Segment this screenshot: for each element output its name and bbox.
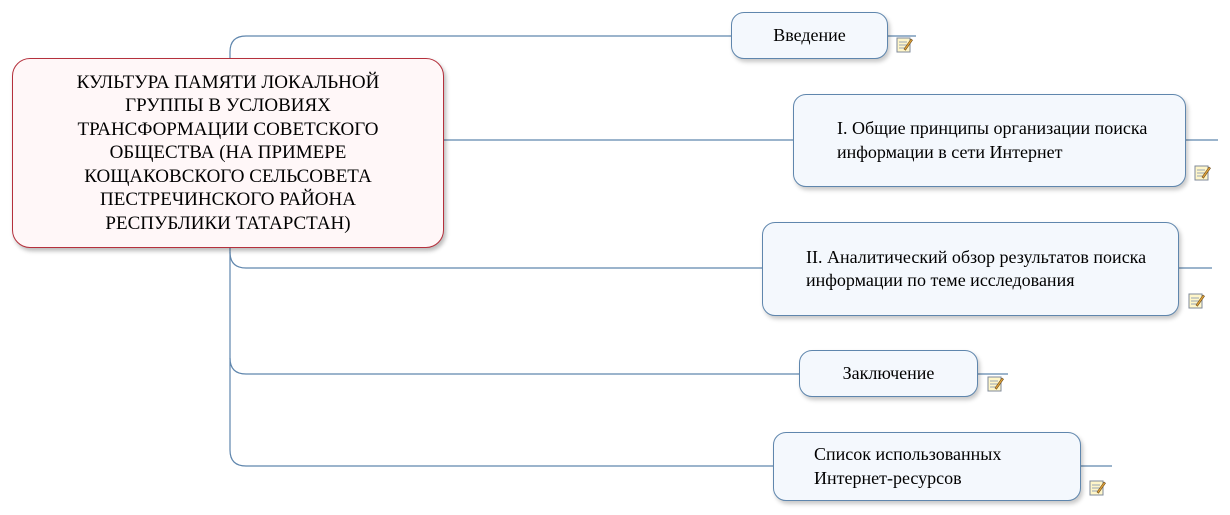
topic-label: I. Общие принципы организации поиска инф… [837,118,1148,162]
topic-label: Заключение [842,362,935,383]
note-icon[interactable] [987,375,1004,392]
topic-label: Введение [773,24,846,45]
connector-section-2 [229,251,762,269]
note-icon[interactable] [1089,479,1106,496]
topic-section-2[interactable]: II. Аналитический обзор результатов поис… [762,222,1179,316]
topic-conclusion[interactable]: Заключение [799,350,978,397]
topic-label: Список использованных Интернет-ресурсов [814,444,1002,488]
note-icon[interactable] [1188,292,1205,309]
topic-resources[interactable]: Список использованных Интернет-ресурсов [773,432,1081,501]
topic-vedenie[interactable]: Введение [731,12,888,59]
note-icon[interactable] [896,36,913,53]
connector-vedenie [229,35,731,58]
central-topic-label: КУЛЬТУРА ПАМЯТИ ЛОКАЛЬНОЙ ГРУППЫ В УСЛОВ… [76,71,380,234]
connector-spine [229,248,773,467]
topic-label: II. Аналитический обзор результатов поис… [806,246,1147,291]
connector-conclusion [229,357,799,375]
central-topic[interactable]: КУЛЬТУРА ПАМЯТИ ЛОКАЛЬНОЙ ГРУППЫ В УСЛОВ… [12,58,444,248]
topic-section-1[interactable]: I. Общие принципы организации поиска инф… [793,94,1186,187]
note-icon[interactable] [1194,164,1211,181]
